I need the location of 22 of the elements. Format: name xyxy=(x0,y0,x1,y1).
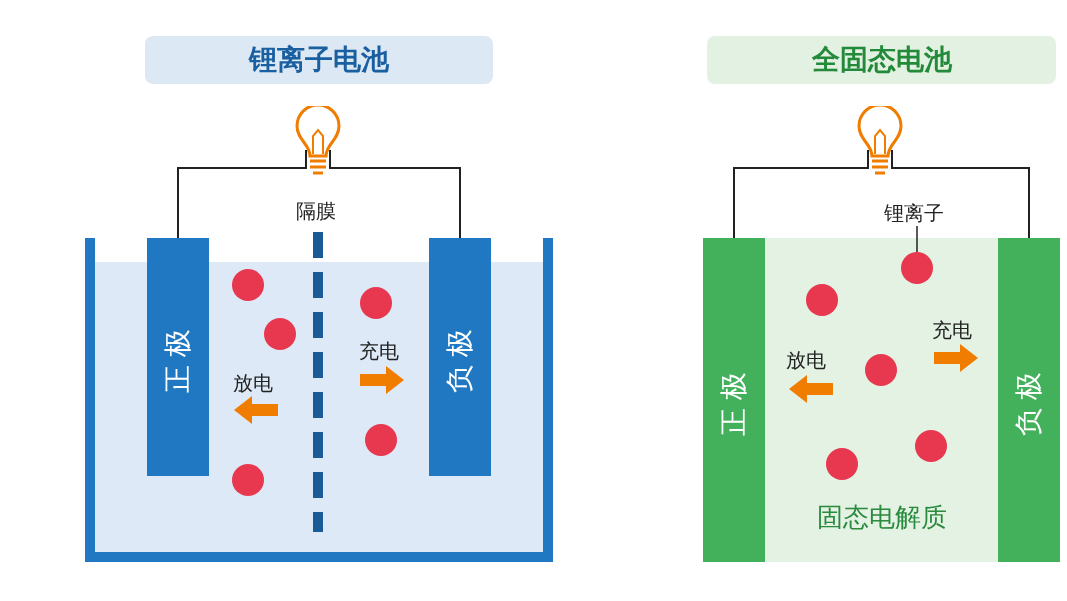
electrode: 正极 xyxy=(703,238,765,562)
heading-pill: 全固态电池 xyxy=(707,36,1056,84)
wire xyxy=(733,149,869,239)
electrolyte-region xyxy=(765,238,998,562)
ion-dot xyxy=(901,252,933,284)
light-bulb-icon xyxy=(293,106,343,178)
direction-label: 放电 xyxy=(786,347,826,374)
wire xyxy=(891,149,1030,239)
electrode: 负极 xyxy=(998,238,1060,562)
electrode: 负极 xyxy=(429,238,491,476)
ion-label: 锂离子 xyxy=(884,200,954,226)
heading-pill: 锂离子电池 xyxy=(145,36,493,84)
wire xyxy=(329,149,461,239)
direction-label: 放电 xyxy=(233,370,273,397)
leader-line xyxy=(916,225,918,253)
region-label: 固态电解质 xyxy=(815,501,948,534)
direction-label: 充电 xyxy=(359,338,399,365)
direction-label: 充电 xyxy=(932,317,972,344)
electrode: 正极 xyxy=(147,238,209,476)
separator-label: 隔膜 xyxy=(296,198,336,225)
light-bulb-icon xyxy=(855,106,905,178)
wire xyxy=(177,149,307,239)
